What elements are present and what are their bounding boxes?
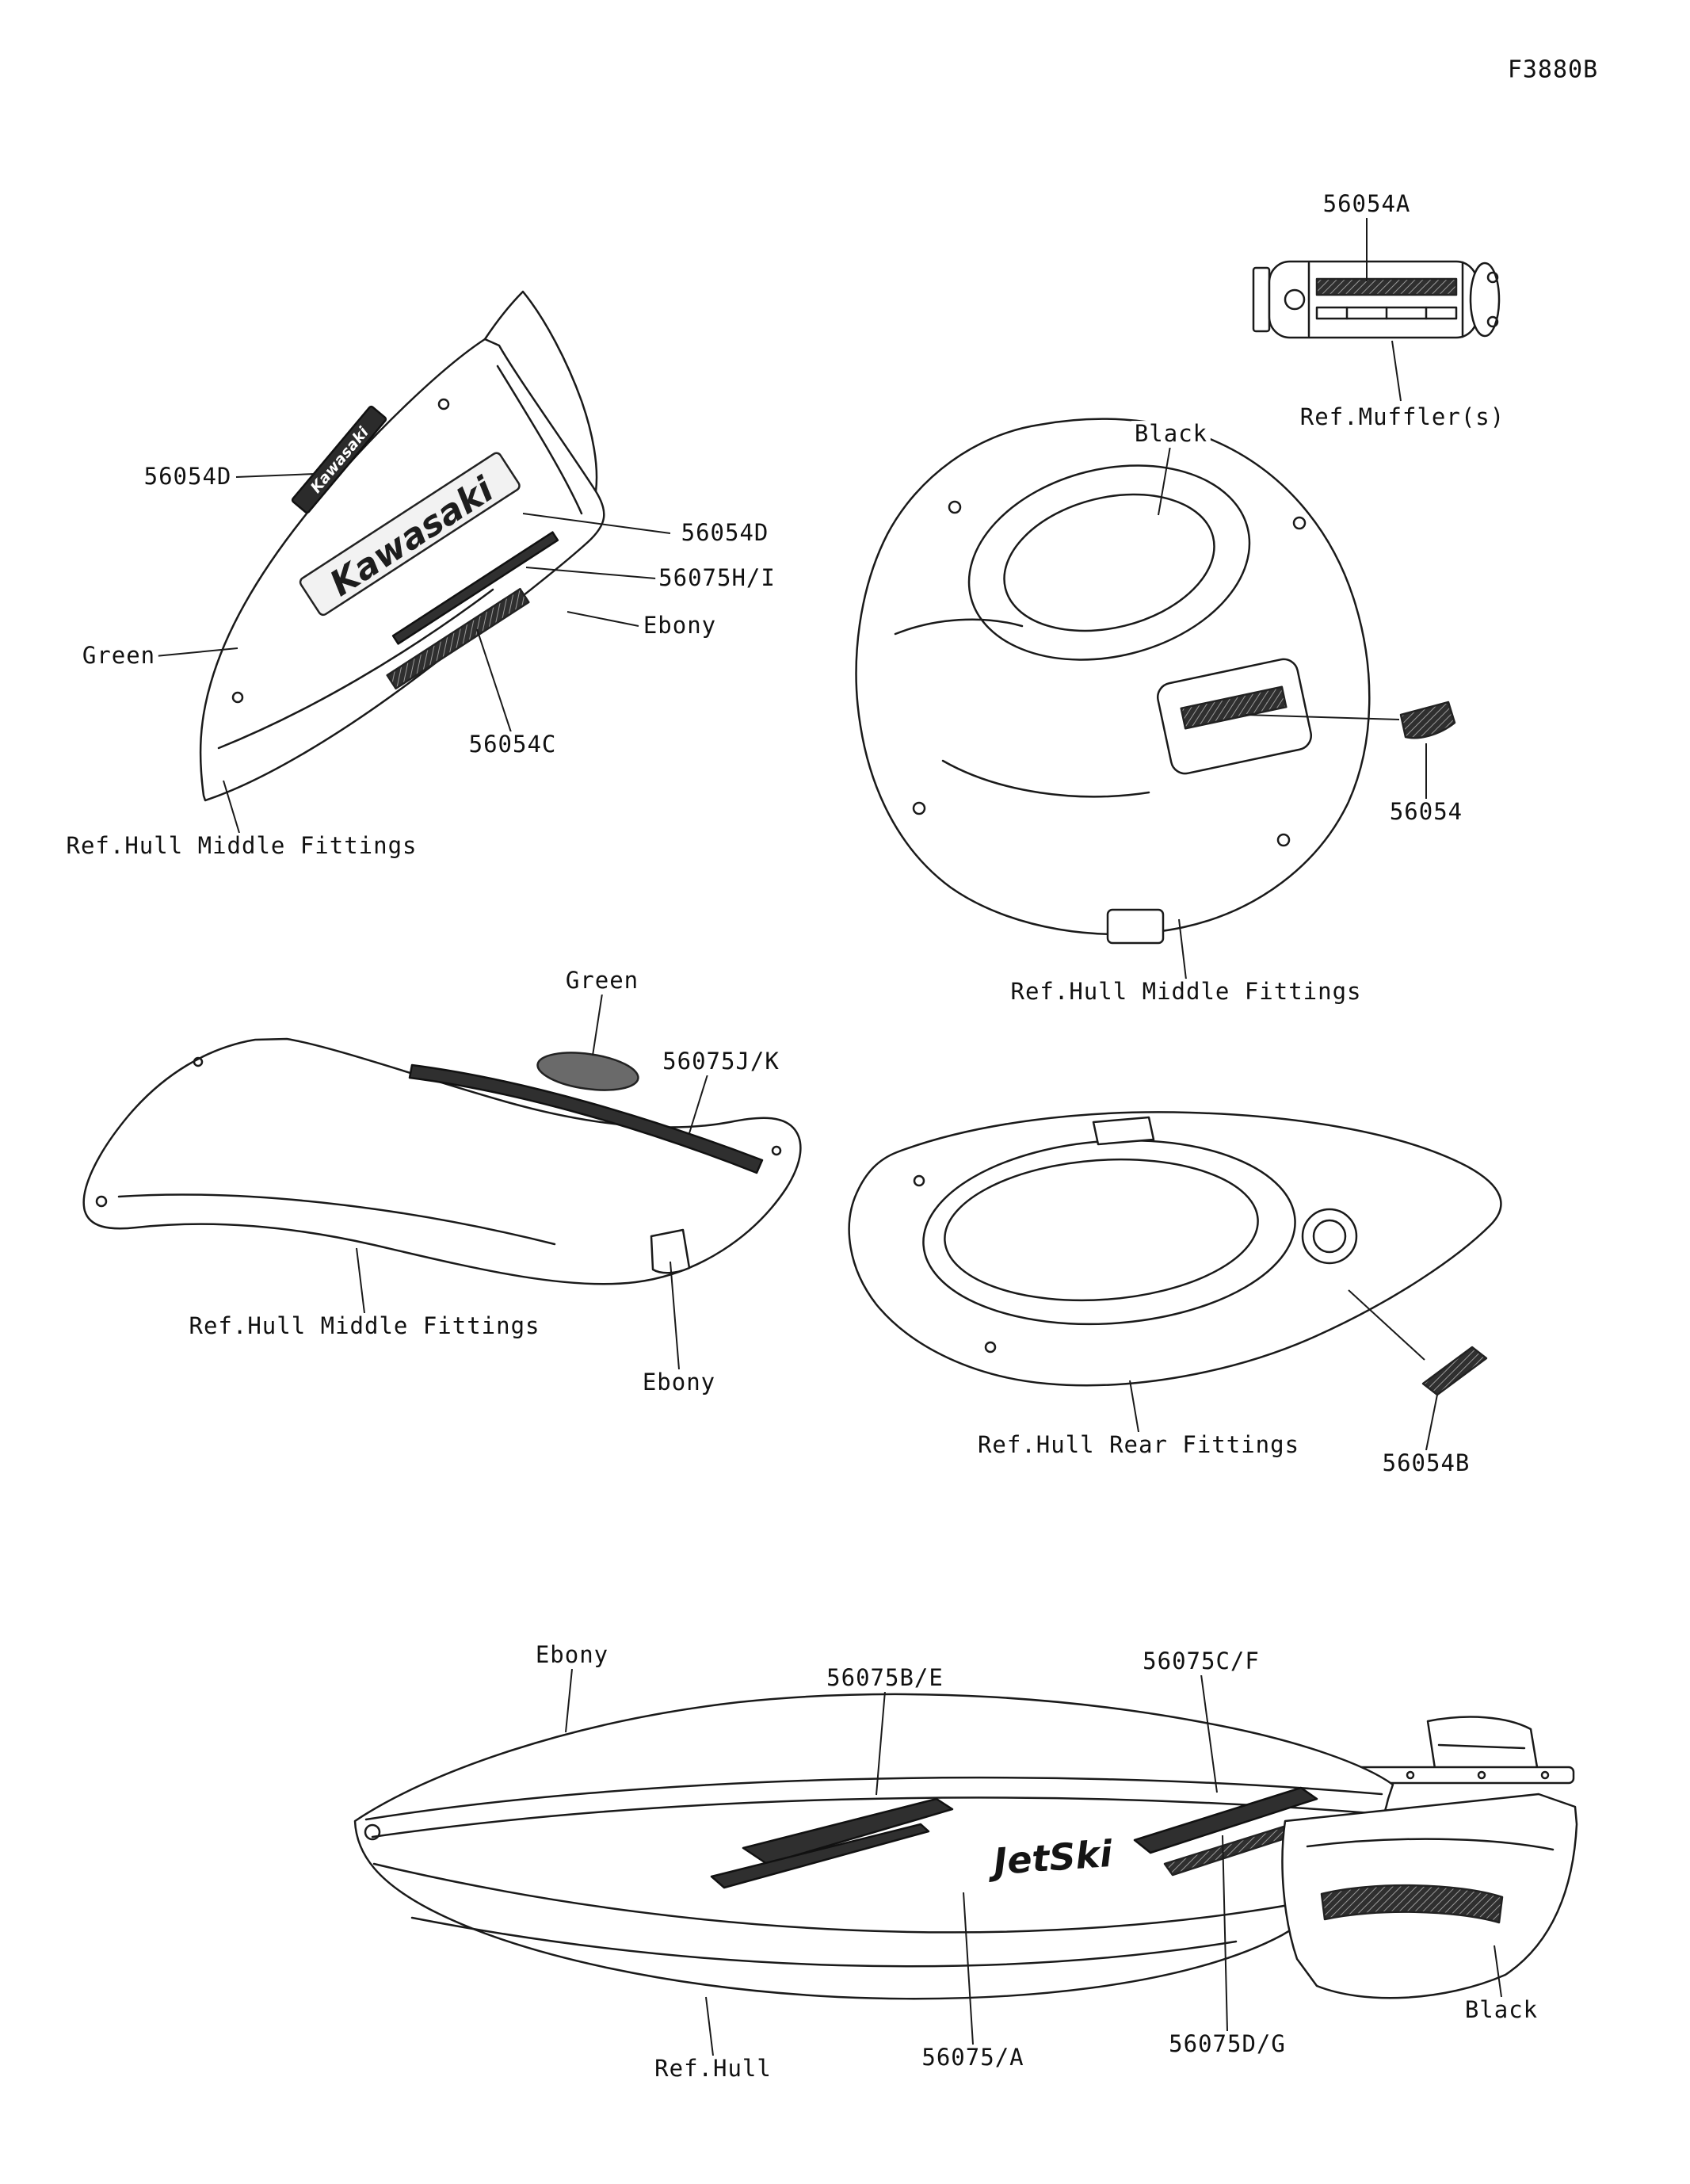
label-56075A: 56075/A [918, 2045, 1028, 2071]
decal-56054 [1399, 701, 1456, 739]
cowling-drawing [82, 1037, 802, 1285]
label-56054D-right: 56054D [677, 520, 773, 547]
side-panel-drawing: Kawasaki Kawasaki [199, 290, 605, 802]
label-56054A: 56054A [1319, 191, 1414, 218]
label-56075BE: 56075B/E [823, 1665, 947, 1692]
decal-56075JK [408, 1063, 764, 1174]
label-56054D-left: 56054D [140, 464, 235, 491]
figure-code: F3880B [1504, 55, 1602, 84]
leader-lines [155, 217, 1502, 2056]
label-ref-muffler: Ref.Muffler(s) [1296, 404, 1509, 431]
label-56075DG: 56075D/G [1165, 2031, 1289, 2058]
label-56054B: 56054B [1379, 1450, 1474, 1477]
label-black-seat: Black [1131, 421, 1211, 448]
decal-56075CF [1133, 1786, 1318, 1854]
hull-middle-fittings-drawing [855, 418, 1456, 945]
label-ref-hull-middle-right: Ref.Hull Middle Fittings [1007, 979, 1365, 1006]
label-56054: 56054 [1386, 799, 1467, 826]
decal-56075BE-1 [742, 1797, 954, 1865]
label-black-hull: Black [1461, 1997, 1542, 2024]
label-ref-hull-rear: Ref.Hull Rear Fittings [974, 1432, 1303, 1459]
hull-drawing: JetSki [353, 1693, 1578, 2000]
decal-56075HI [391, 531, 559, 645]
label-ebony-hull: Ebony [532, 1642, 612, 1669]
label-ref-hull-middle-left: Ref.Hull Middle Fittings [63, 833, 421, 860]
label-56054C: 56054C [465, 731, 560, 758]
decal-seat [1180, 685, 1288, 730]
decal-56054C [386, 587, 530, 690]
label-green-panel: Green [78, 643, 159, 670]
label-56075CF: 56075C/F [1139, 1648, 1263, 1675]
label-ref-hull-middle-cowl: Ref.Hull Middle Fittings [185, 1313, 544, 1340]
label-green-cowl: Green [562, 968, 643, 995]
label-ebony-cowl: Ebony [639, 1369, 719, 1396]
decal-jetski-text: JetSki [986, 1832, 1114, 1884]
label-ebony-panel: Ebony [639, 613, 720, 640]
decal-56075BE-2 [710, 1823, 930, 1889]
decal-56054B [1421, 1346, 1488, 1396]
label-ref-hull: Ref.Hull [651, 2056, 775, 2083]
muffler-drawing [1252, 260, 1501, 339]
decal-green-patch [536, 1052, 639, 1091]
decal-56054A [1315, 277, 1458, 296]
rear-tray-drawing [848, 1111, 1502, 1396]
label-56075JK: 56075J/K [659, 1048, 783, 1075]
label-56075HI: 56075H/I [655, 565, 779, 592]
decal-rear-panel [1320, 1884, 1504, 1924]
